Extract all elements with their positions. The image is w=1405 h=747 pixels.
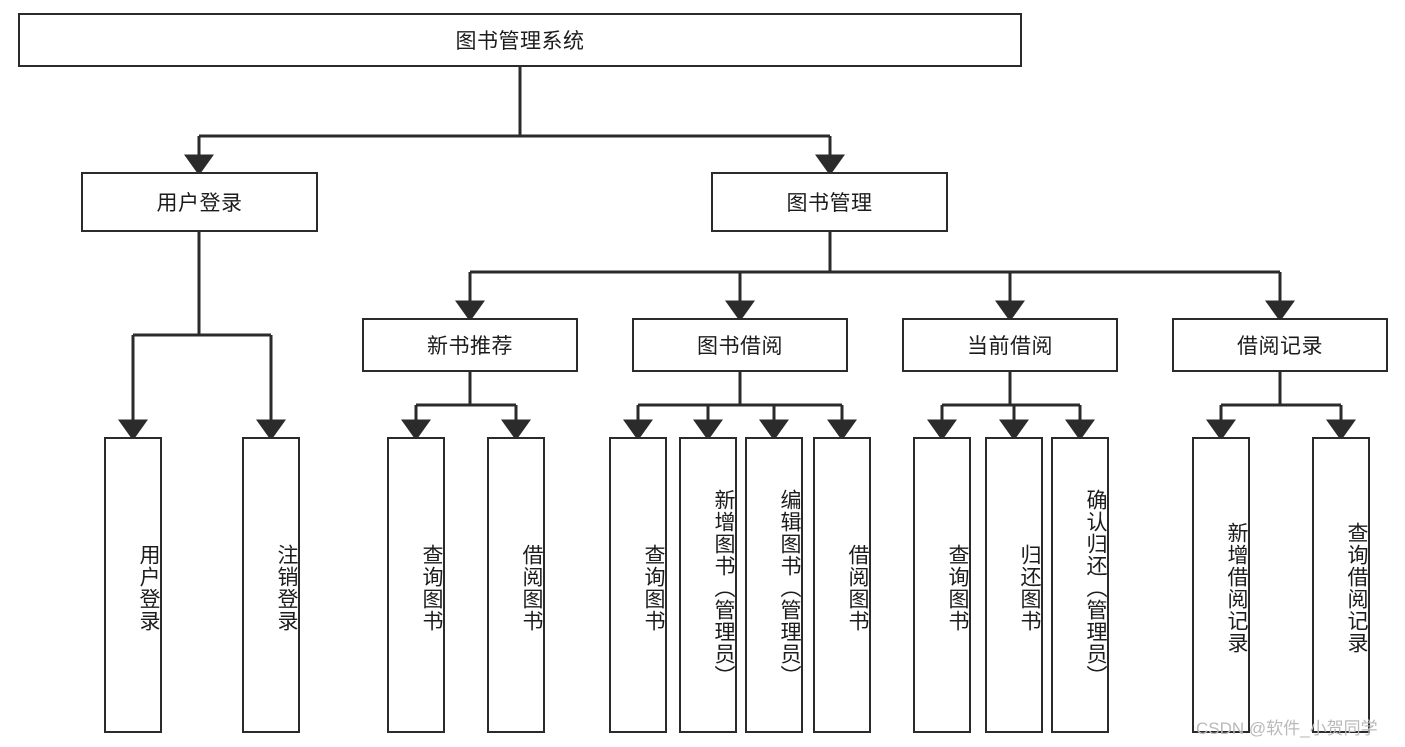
node-leaf-add-book-admin[interactable]: 新增图书（管理员） [679,437,737,733]
node-root[interactable]: 图书管理系统 [18,13,1022,67]
node-leaf-query-borrow-record-label: 查询借阅记录 [1345,522,1368,654]
node-user-login[interactable]: 用户登录 [81,172,318,232]
node-leaf-borrow-book-label: 借阅图书 [846,544,869,632]
node-leaf-borrow-book-recommend-label: 借阅图书 [520,544,543,632]
node-leaf-query-book-recommend[interactable]: 查询图书 [387,437,445,733]
node-leaf-user-login-label: 用户登录 [137,544,160,632]
node-root-label: 图书管理系统 [455,30,585,53]
node-leaf-add-borrow-record[interactable]: 新增借阅记录 [1192,437,1250,733]
node-book-borrow[interactable]: 图书借阅 [632,318,848,372]
node-leaf-query-book-current[interactable]: 查询图书 [913,437,971,733]
node-leaf-confirm-return-admin[interactable]: 确认归还（管理员） [1051,437,1109,733]
node-leaf-user-login[interactable]: 用户登录 [104,437,162,733]
csdn-watermark: CSDN @软件_小贺同学 [1196,719,1378,738]
node-current-borrow-label: 当前借阅 [967,335,1053,358]
node-leaf-add-book-admin-label: 新增图书（管理员） [712,489,735,687]
node-leaf-logout-login-label: 注销登录 [275,544,298,632]
node-leaf-query-borrow-record[interactable]: 查询借阅记录 [1312,437,1370,733]
node-leaf-query-book-borrow-label: 查询图书 [642,544,665,632]
node-new-book-recommend-label: 新书推荐 [427,335,513,358]
node-book-management[interactable]: 图书管理 [711,172,948,232]
node-leaf-query-book-current-label: 查询图书 [946,544,969,632]
node-new-book-recommend[interactable]: 新书推荐 [362,318,578,372]
node-leaf-query-book-recommend-label: 查询图书 [420,544,443,632]
node-leaf-logout-login[interactable]: 注销登录 [242,437,300,733]
node-leaf-query-book-borrow[interactable]: 查询图书 [609,437,667,733]
node-leaf-edit-book-admin-label: 编辑图书（管理员） [778,489,801,687]
node-borrow-record-label: 借阅记录 [1237,335,1323,358]
node-leaf-borrow-book-recommend[interactable]: 借阅图书 [487,437,545,733]
node-leaf-edit-book-admin[interactable]: 编辑图书（管理员） [745,437,803,733]
node-book-borrow-label: 图书借阅 [697,335,783,358]
node-current-borrow[interactable]: 当前借阅 [902,318,1118,372]
node-leaf-return-book[interactable]: 归还图书 [985,437,1043,733]
node-user-login-label: 用户登录 [156,192,243,215]
node-leaf-confirm-return-admin-label: 确认归还（管理员） [1084,489,1107,687]
node-leaf-add-borrow-record-label: 新增借阅记录 [1225,522,1248,654]
node-leaf-return-book-label: 归还图书 [1018,544,1041,632]
node-book-management-label: 图书管理 [786,192,873,215]
node-leaf-borrow-book[interactable]: 借阅图书 [813,437,871,733]
node-borrow-record[interactable]: 借阅记录 [1172,318,1388,372]
